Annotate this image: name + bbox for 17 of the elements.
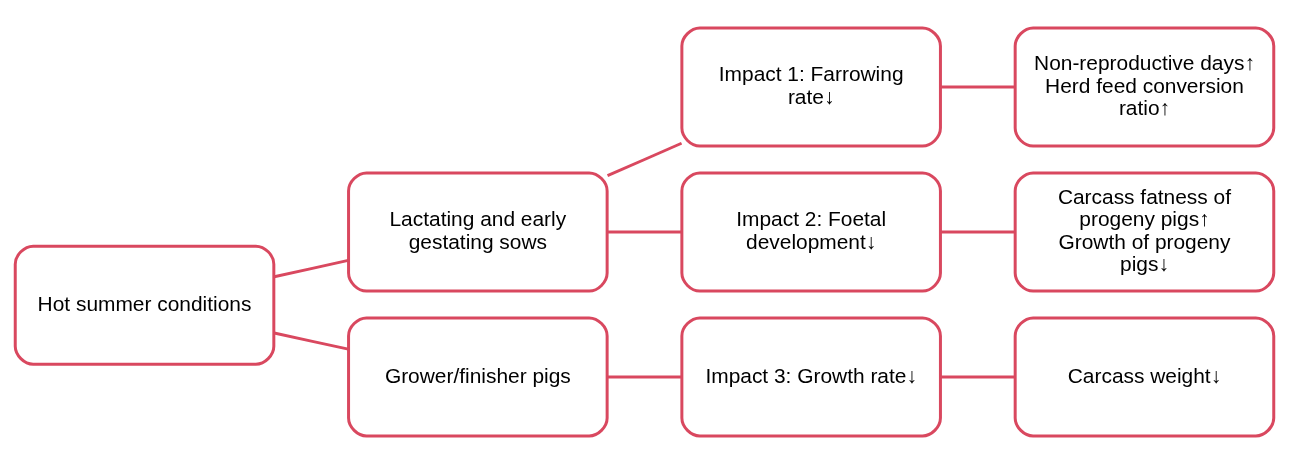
- node-box: Lactating and early gestating sows: [347, 171, 609, 293]
- node-box: Non-reproductive days↑ Herd feed conversion ratio↑: [1013, 26, 1276, 148]
- connector: [606, 141, 683, 178]
- node-box: Impact 1: Farrowing rate↓: [680, 26, 942, 148]
- connector: [273, 258, 349, 279]
- connector: [607, 375, 682, 379]
- connector: [273, 331, 349, 351]
- node-box: Hot summer conditions: [13, 244, 276, 366]
- node-box: Impact 3: Growth rate↓: [680, 316, 942, 438]
- connector: [940, 85, 1015, 89]
- node-box: Carcass fatness of progeny pigs↑ Growth of progeny pigs↓: [1013, 171, 1276, 293]
- node-box: Impact 2: Foetal development↓: [680, 171, 942, 293]
- node-box: Grower/finisher pigs: [347, 316, 609, 438]
- node-box: Carcass weight↓: [1013, 316, 1276, 438]
- connector: [940, 375, 1015, 379]
- connector: [607, 230, 682, 234]
- connector: [940, 230, 1015, 234]
